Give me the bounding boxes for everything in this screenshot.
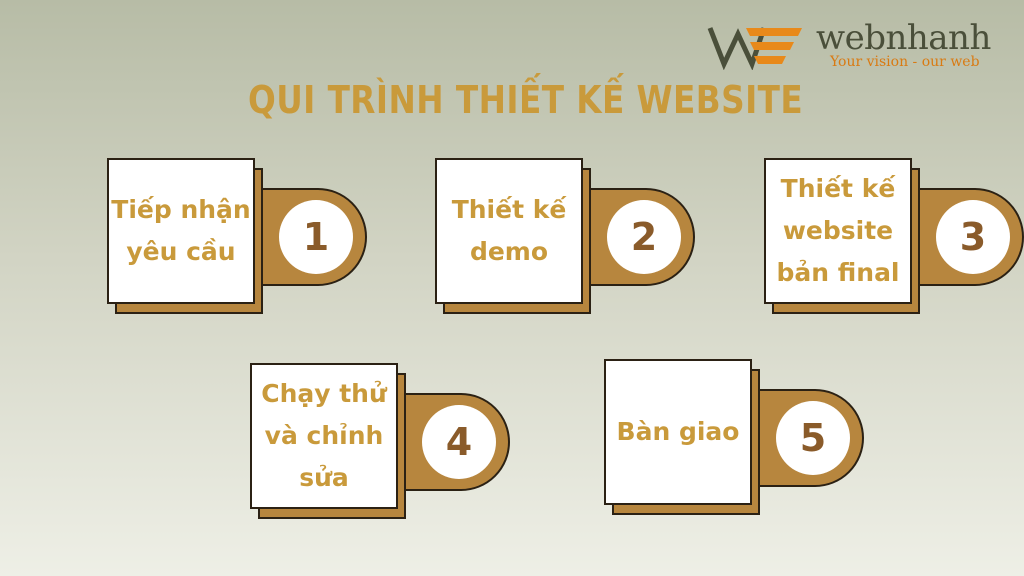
step-label: Bàn giao [616, 417, 740, 446]
brand-logo: webnhanh Your vision - our web [706, 14, 1006, 74]
step-number: 2 [630, 215, 658, 259]
step-number: 3 [959, 215, 987, 259]
page-title: QUI TRÌNH THIẾT KẾ WEBSITE [248, 78, 804, 122]
step-number-circle: 4 [422, 405, 496, 479]
step-label: Thiết kế demo [451, 195, 567, 266]
step-number-circle: 3 [936, 200, 1010, 274]
step-number: 1 [302, 215, 330, 259]
step-number: 5 [799, 416, 827, 460]
step-3: 3 Thiết kế website bản final [764, 158, 1024, 338]
webnhanh-logo-icon [707, 27, 802, 70]
step-label: Thiết kế website bản final [776, 174, 900, 287]
brand-name: webnhanh [816, 18, 991, 58]
step-card: Thiết kế demo [435, 158, 583, 304]
step-card: Thiết kế website bản final [764, 158, 912, 304]
brand-tagline: Your vision - our web [830, 54, 980, 70]
step-label: Tiếp nhận yêu cầu [111, 195, 251, 266]
step-5: 5 Bàn giao [604, 359, 884, 539]
step-label: Chạy thử và chỉnh sửa [261, 379, 387, 492]
step-number: 4 [445, 420, 473, 464]
step-card: Bàn giao [604, 359, 752, 505]
step-card: Tiếp nhận yêu cầu [107, 158, 255, 304]
step-number-circle: 2 [607, 200, 681, 274]
step-4: 4 Chạy thử và chỉnh sửa [250, 363, 530, 543]
step-2: 2 Thiết kế demo [435, 158, 715, 338]
step-number-circle: 1 [279, 200, 353, 274]
step-number-circle: 5 [776, 401, 850, 475]
step-1: 1 Tiếp nhận yêu cầu [107, 158, 387, 338]
step-card: Chạy thử và chỉnh sửa [250, 363, 398, 509]
